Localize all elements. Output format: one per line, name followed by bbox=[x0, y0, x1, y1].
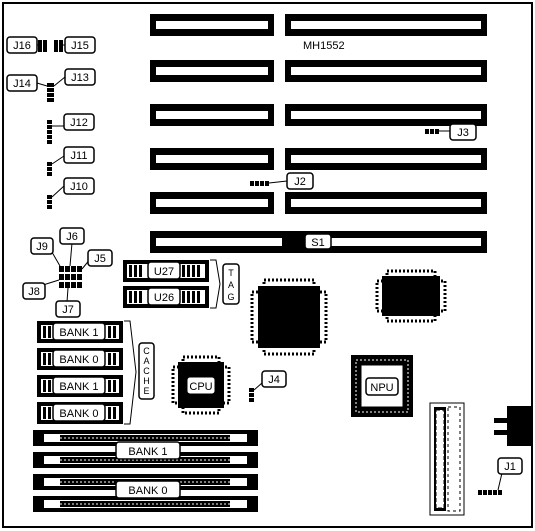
tag-letter: A bbox=[228, 280, 234, 290]
cpu-chip: CPU bbox=[171, 355, 231, 415]
tag-bracket bbox=[210, 259, 221, 309]
cache-bank-label: BANK 0 bbox=[59, 354, 98, 366]
tag-ram-u27: U27 bbox=[123, 260, 209, 282]
label-j10: J10 bbox=[70, 181, 88, 193]
cache-bank-1-a: BANK 1 bbox=[37, 321, 123, 343]
label-j13: J13 bbox=[71, 72, 89, 84]
cache-bank-0-a: BANK 0 bbox=[37, 348, 123, 370]
cache-bank-0-b: BANK 0 bbox=[37, 402, 123, 424]
cache-letter: H bbox=[143, 376, 150, 386]
npu-label: NPU bbox=[370, 382, 393, 394]
jumper-pins bbox=[38, 40, 502, 495]
simm-bank0-label: BANK 0 bbox=[128, 485, 167, 497]
cache-letter: C bbox=[143, 366, 150, 376]
slot-s1: S1 bbox=[150, 231, 487, 253]
jumper-label-boxes bbox=[6, 36, 523, 475]
label-j1: J1 bbox=[504, 461, 516, 473]
cache-letter: E bbox=[143, 386, 149, 396]
label-j15: J15 bbox=[71, 40, 89, 52]
label-j12: J12 bbox=[70, 117, 88, 129]
label-u27: U27 bbox=[154, 266, 174, 278]
label-j2: J2 bbox=[294, 176, 306, 188]
label-u26: U26 bbox=[154, 292, 174, 304]
label-j5: J5 bbox=[94, 253, 106, 265]
chipset-small bbox=[375, 269, 447, 323]
expansion-slots-left bbox=[150, 14, 274, 214]
tag-label-box bbox=[222, 263, 240, 305]
cache-label-box bbox=[138, 342, 155, 400]
label-j11: J11 bbox=[71, 150, 88, 162]
label-j3: J3 bbox=[457, 127, 469, 139]
model-label: MH1552 bbox=[303, 40, 345, 52]
jumper-labels: J16 J15 J14 J13 J12 J11 J10 J3 J2 J4 J1 … bbox=[13, 40, 516, 473]
label-j7: J7 bbox=[62, 304, 74, 316]
label-j9: J9 bbox=[36, 241, 48, 253]
cache-letter: C bbox=[143, 346, 150, 356]
s1-label: S1 bbox=[311, 237, 324, 249]
label-j4: J4 bbox=[268, 374, 280, 386]
cache-bracket bbox=[124, 320, 137, 425]
label-j6: J6 bbox=[66, 231, 78, 243]
label-j16: J16 bbox=[13, 40, 31, 52]
keyboard-connector bbox=[494, 406, 531, 446]
npu-socket: NPU bbox=[351, 355, 413, 417]
label-j14: J14 bbox=[13, 78, 31, 90]
chipset-large bbox=[250, 278, 328, 356]
power-connector bbox=[429, 402, 465, 516]
expansion-slots-right bbox=[285, 14, 487, 214]
cache-bank-1-b: BANK 1 bbox=[37, 375, 123, 397]
cache-bank-label: BANK 1 bbox=[59, 327, 98, 339]
simm-bank1-label: BANK 1 bbox=[128, 446, 167, 458]
label-j8: J8 bbox=[28, 286, 40, 298]
cache-letter: A bbox=[143, 356, 149, 366]
cpu-label: CPU bbox=[189, 381, 212, 393]
cache-bank-label: BANK 1 bbox=[59, 381, 98, 393]
tag-letter: G bbox=[227, 292, 234, 302]
tag-letter: T bbox=[228, 268, 234, 278]
cache-bank-label: BANK 0 bbox=[59, 408, 98, 420]
simm-slots: BANK 1 BANK 0 bbox=[33, 430, 258, 512]
tag-ram-u26: U26 bbox=[123, 286, 209, 308]
